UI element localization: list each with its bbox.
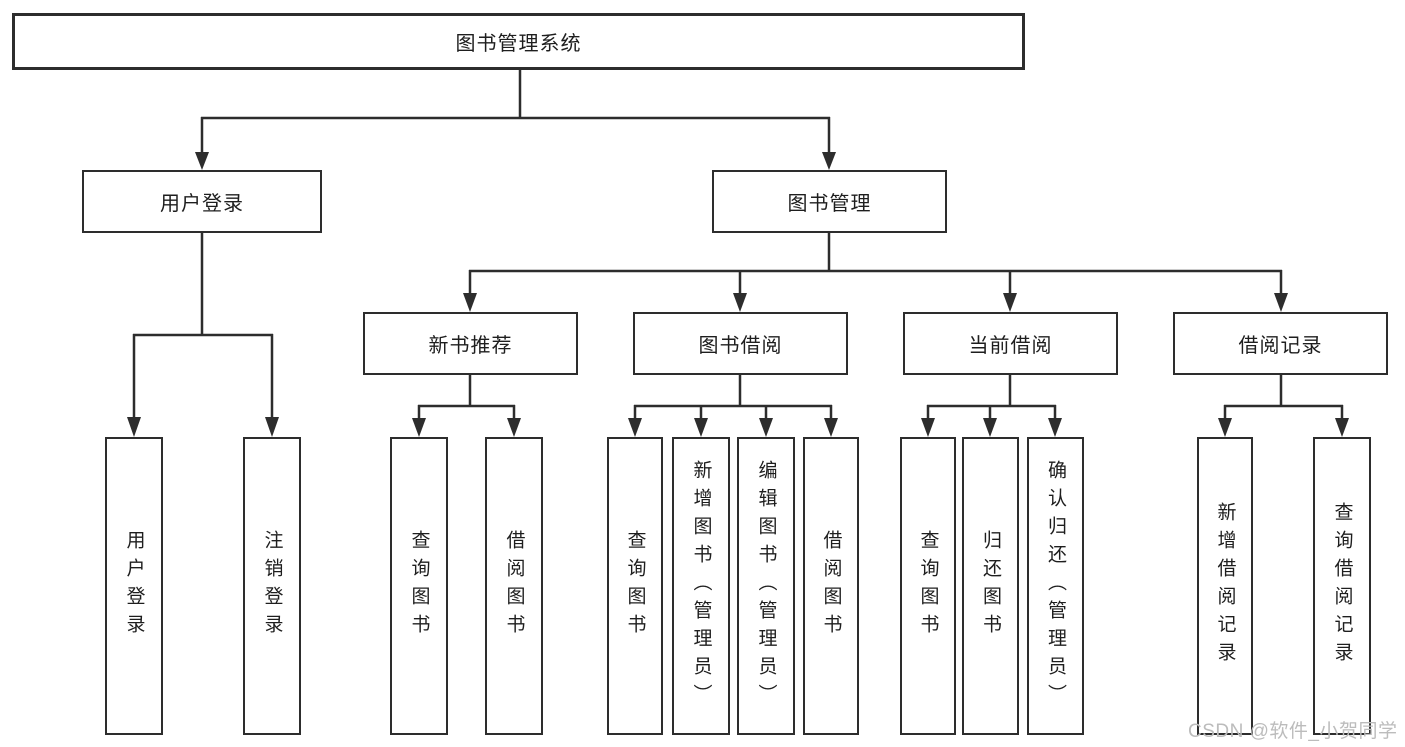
node-current-borrow: 当前借阅: [903, 312, 1118, 375]
leaf-query-books: 查询图书: [900, 437, 956, 735]
csdn-watermark: CSDN @软件_小贺同学: [1188, 721, 1398, 742]
leaf-label: 注销登录: [261, 530, 283, 642]
node-library-management-system: 图书管理系统: [12, 13, 1025, 70]
leaf-label: 借阅图书: [820, 530, 842, 642]
leaf-label: 新增借阅记录: [1214, 502, 1236, 670]
node-book-borrow: 图书借阅: [633, 312, 848, 375]
leaf-query-books: 查询图书: [390, 437, 448, 735]
leaf-label: 查询图书: [917, 530, 939, 642]
leaf-label: 查询图书: [624, 530, 646, 642]
node-borrow-records: 借阅记录: [1173, 312, 1388, 375]
leaf-label: 借阅图书: [503, 530, 525, 642]
node-label: 当前借阅: [968, 335, 1053, 357]
leaf-add-books-admin: 新增图书（管理员）: [672, 437, 730, 735]
node-label: 图书借阅: [698, 335, 783, 357]
leaf-add-borrow-record: 新增借阅记录: [1197, 437, 1253, 735]
leaf-query-books: 查询图书: [607, 437, 663, 735]
leaf-return-books: 归还图书: [962, 437, 1019, 735]
leaf-label: 编辑图书（管理员）: [755, 460, 777, 712]
node-label: 借阅记录: [1238, 335, 1323, 357]
node-book-management: 图书管理: [712, 170, 947, 233]
leaf-confirm-return-admin: 确认归还（管理员）: [1027, 437, 1084, 735]
leaf-label: 新增图书（管理员）: [690, 460, 712, 712]
node-label: 图书管理系统: [455, 33, 582, 55]
leaf-label: 确认归还（管理员）: [1045, 460, 1066, 712]
node-label: 图书管理: [787, 193, 872, 215]
leaf-user-login: 用户登录: [105, 437, 163, 735]
leaf-borrow-books: 借阅图书: [485, 437, 543, 735]
node-label: 新书推荐: [428, 335, 513, 357]
leaf-label: 归还图书: [980, 530, 1001, 642]
leaf-logout: 注销登录: [243, 437, 301, 735]
node-label: 用户登录: [160, 193, 244, 215]
leaf-label: 用户登录: [123, 530, 145, 642]
node-new-book-recommend: 新书推荐: [363, 312, 578, 375]
node-user-login: 用户登录: [82, 170, 322, 233]
leaf-label: 查询借阅记录: [1331, 502, 1353, 670]
leaf-borrow-books: 借阅图书: [803, 437, 859, 735]
leaf-query-borrow-record: 查询借阅记录: [1313, 437, 1371, 735]
leaf-label: 查询图书: [408, 530, 430, 642]
leaf-edit-books-admin: 编辑图书（管理员）: [737, 437, 795, 735]
